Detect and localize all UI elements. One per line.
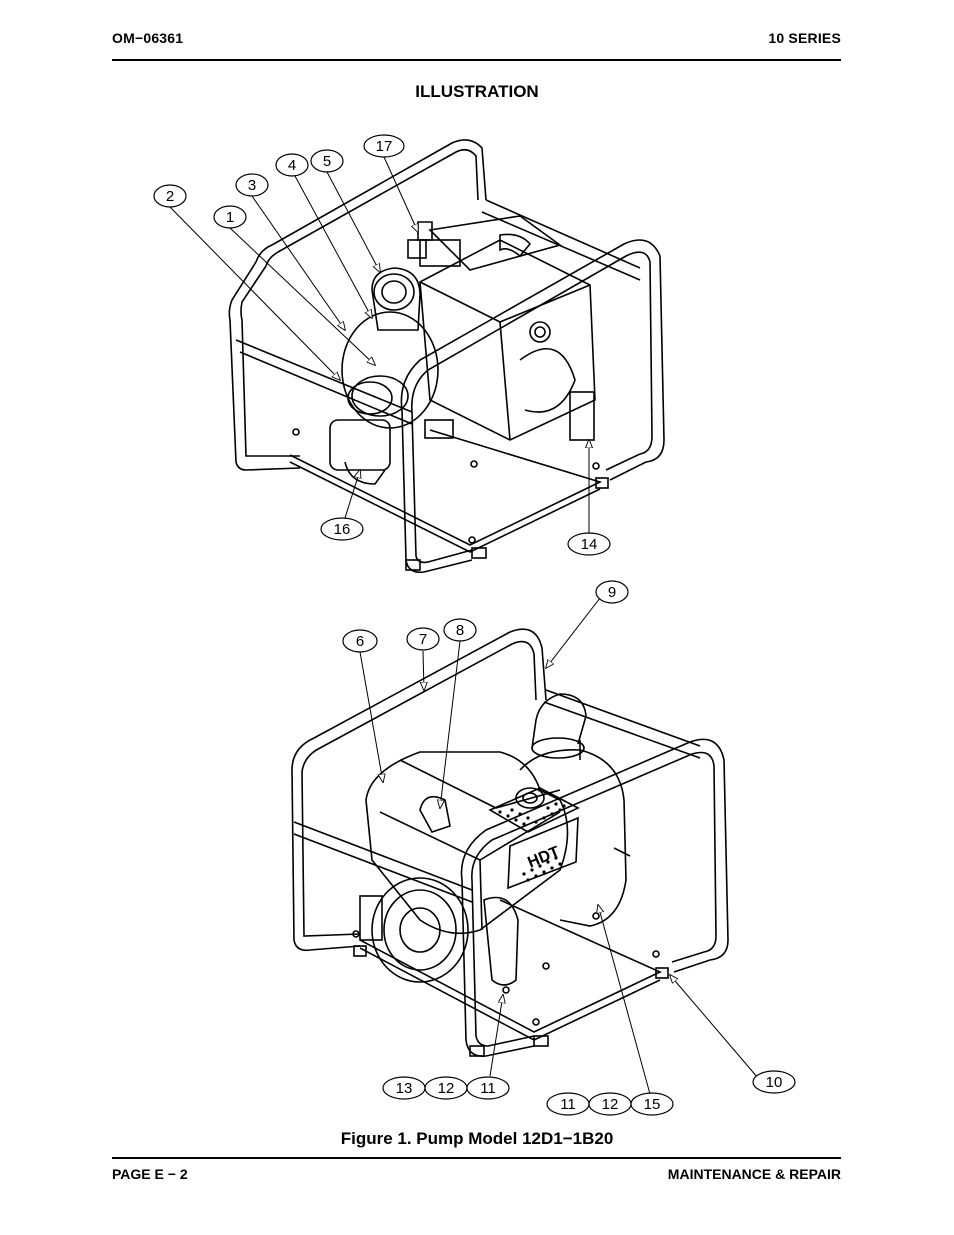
series-label: 10 SERIES — [768, 30, 841, 46]
callout-numbers: 2 1 3 4 5 17 16 14 6 7 8 9 10 13 12 11 1… — [166, 138, 783, 1113]
svg-text:11: 11 — [560, 1096, 576, 1113]
callout-4 — [275, 153, 309, 177]
svg-text:3: 3 — [248, 177, 256, 194]
svg-text:7: 7 — [419, 631, 427, 648]
svg-text:5: 5 — [323, 153, 331, 170]
svg-text:12: 12 — [438, 1080, 455, 1097]
callout-3 — [235, 173, 269, 197]
callout-9 — [595, 580, 629, 604]
page-number: PAGE E − 2 — [112, 1166, 188, 1182]
header-rule — [112, 59, 841, 61]
svg-text:17: 17 — [376, 138, 393, 155]
nameplate-text: HDT — [525, 843, 562, 871]
svg-text:1: 1 — [226, 209, 234, 226]
callout-10 — [752, 1070, 796, 1094]
svg-text:11: 11 — [480, 1080, 496, 1097]
callout-16 — [320, 517, 364, 541]
callout-6 — [342, 629, 378, 653]
callout-7 — [406, 627, 440, 651]
doc-number: OM−06361 — [112, 30, 184, 46]
footer-rule — [112, 1157, 841, 1159]
callout-balloons — [153, 134, 796, 1116]
svg-text:16: 16 — [334, 521, 351, 538]
callout-11a — [466, 1076, 510, 1100]
callout-1 — [213, 205, 247, 229]
bottom-pump-view — [291, 628, 729, 1057]
svg-text:12: 12 — [602, 1096, 619, 1113]
svg-text:2: 2 — [166, 188, 174, 205]
svg-text:14: 14 — [581, 536, 598, 553]
bottom-callouts — [359, 597, 759, 1095]
svg-text:4: 4 — [288, 157, 296, 174]
callout-15 — [630, 1092, 674, 1116]
top-callouts — [169, 156, 589, 533]
top-pump-view — [228, 139, 665, 574]
section-label: MAINTENANCE & REPAIR — [667, 1166, 841, 1182]
callout-2 — [153, 184, 187, 208]
section-title: ILLUSTRATION — [415, 82, 539, 101]
svg-text:10: 10 — [766, 1074, 783, 1091]
callout-8 — [443, 618, 477, 642]
svg-text:9: 9 — [608, 584, 616, 601]
callout-17 — [363, 134, 405, 158]
callout-14 — [567, 532, 611, 556]
grille-dots — [498, 802, 566, 882]
svg-text:13: 13 — [396, 1080, 413, 1097]
svg-text:15: 15 — [644, 1096, 661, 1113]
svg-text:6: 6 — [356, 633, 364, 650]
figure-caption: Figure 1. Pump Model 12D1−1B20 — [340, 1129, 614, 1148]
svg-text:8: 8 — [456, 622, 464, 639]
callout-5 — [310, 149, 344, 173]
